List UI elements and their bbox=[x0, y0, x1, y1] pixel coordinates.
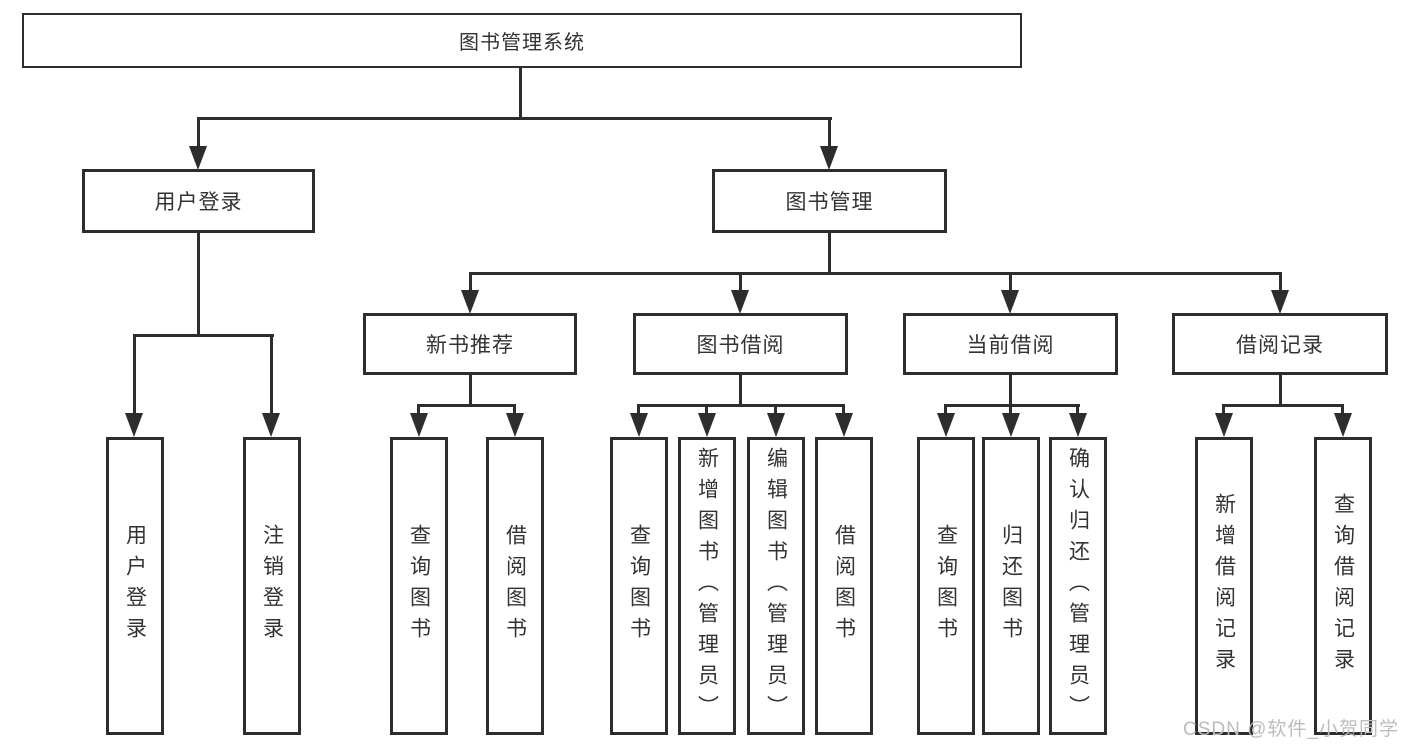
connector-l3-stub bbox=[739, 272, 742, 293]
leaf-borrow-books-2-label: 借阅图书 bbox=[832, 524, 856, 648]
arrow-down-icon bbox=[125, 413, 143, 437]
connector-leaf-stub bbox=[637, 404, 640, 416]
connector-leaf-stub bbox=[513, 404, 516, 416]
node-borrow-records: 借阅记录 bbox=[1172, 313, 1388, 375]
leaf-borrow-books-1: 借阅图书 bbox=[486, 437, 544, 735]
arrow-down-icon bbox=[1069, 413, 1087, 437]
arrow-down-icon bbox=[189, 146, 207, 170]
arrow-down-icon bbox=[731, 290, 749, 314]
leaf-return-book-label: 归还图书 bbox=[999, 524, 1023, 648]
arrow-down-icon bbox=[506, 413, 524, 437]
connector-new-book-h bbox=[417, 404, 516, 407]
connector-l3-stub bbox=[1279, 272, 1282, 293]
leaf-query-books-1-label: 查询图书 bbox=[407, 524, 431, 648]
leaf-query-books-1: 查询图书 bbox=[390, 437, 448, 735]
connector-user-login-stub bbox=[197, 117, 200, 148]
arrow-down-icon bbox=[461, 290, 479, 314]
connector-l3-stub bbox=[469, 272, 472, 293]
connector-borrow-records-v bbox=[1279, 375, 1282, 406]
node-book-borrow: 图书借阅 bbox=[633, 313, 848, 375]
leaf-query-books-2: 查询图书 bbox=[610, 437, 668, 735]
node-root-label: 图书管理系统 bbox=[459, 32, 585, 54]
connector-l3-stub bbox=[1009, 272, 1012, 293]
connector-leaf-stub bbox=[270, 334, 273, 415]
leaf-edit-book-admin-label: 编辑图书（管理员） bbox=[764, 446, 788, 726]
connector-root-h bbox=[197, 117, 832, 120]
node-user-login-label: 用户登录 bbox=[154, 191, 243, 214]
leaf-logout-login-label: 注销登录 bbox=[260, 524, 284, 648]
connector-current-borrow-h bbox=[944, 404, 1080, 407]
connector-leaf-stub bbox=[1076, 404, 1079, 416]
arrow-down-icon bbox=[698, 413, 716, 437]
node-current-borrow: 当前借阅 bbox=[903, 313, 1118, 375]
watermark: CSDN @软件_小贺同学 bbox=[1183, 719, 1399, 740]
leaf-user-login: 用户登录 bbox=[106, 437, 164, 735]
connector-user-login-v bbox=[197, 233, 200, 336]
connector-leaf-stub bbox=[1341, 404, 1344, 416]
node-user-login: 用户登录 bbox=[82, 169, 315, 233]
leaf-edit-book-admin: 编辑图书（管理员） bbox=[747, 437, 805, 735]
arrow-down-icon bbox=[835, 413, 853, 437]
connector-book-management-h bbox=[469, 272, 1281, 275]
leaf-add-book-admin-label: 新增图书（管理员） bbox=[695, 446, 719, 726]
arrow-down-icon bbox=[1334, 413, 1352, 437]
arrow-down-icon bbox=[937, 413, 955, 437]
leaf-add-borrow-record-label: 新增借阅记录 bbox=[1212, 493, 1236, 679]
arrow-down-icon bbox=[1001, 290, 1019, 314]
arrow-down-icon bbox=[630, 413, 648, 437]
leaf-add-book-admin: 新增图书（管理员） bbox=[678, 437, 736, 735]
node-book-management: 图书管理 bbox=[712, 169, 947, 233]
arrow-down-icon bbox=[410, 413, 428, 437]
node-book-management-label: 图书管理 bbox=[785, 191, 874, 214]
connector-leaf-stub bbox=[774, 404, 777, 416]
arrow-down-icon bbox=[767, 413, 785, 437]
connector-leaf-stub bbox=[1009, 404, 1012, 416]
leaf-add-borrow-record: 新增借阅记录 bbox=[1195, 437, 1253, 735]
connector-book-management-stub bbox=[828, 117, 831, 148]
arrow-down-icon bbox=[1215, 413, 1233, 437]
leaf-query-borrow-record: 查询借阅记录 bbox=[1314, 437, 1372, 735]
leaf-borrow-books-2: 借阅图书 bbox=[815, 437, 873, 735]
connector-leaf-stub bbox=[1222, 404, 1225, 416]
arrow-down-icon bbox=[820, 146, 838, 170]
connector-root-v bbox=[519, 68, 522, 119]
leaf-query-books-3: 查询图书 bbox=[917, 437, 975, 735]
leaf-return-book: 归还图书 bbox=[982, 437, 1040, 735]
leaf-query-books-2-label: 查询图书 bbox=[627, 524, 651, 648]
leaf-user-login-label: 用户登录 bbox=[123, 524, 147, 648]
node-book-borrow-label: 图书借阅 bbox=[696, 334, 785, 357]
connector-book-management-v bbox=[828, 233, 831, 274]
arrow-down-icon bbox=[1271, 290, 1289, 314]
leaf-borrow-books-1-label: 借阅图书 bbox=[503, 524, 527, 648]
leaf-query-borrow-record-label: 查询借阅记录 bbox=[1331, 493, 1355, 679]
connector-leaf-stub bbox=[842, 404, 845, 416]
connector-book-borrow-h bbox=[637, 404, 845, 407]
connector-leaf-stub bbox=[417, 404, 420, 416]
connector-borrow-records-h bbox=[1222, 404, 1344, 407]
node-borrow-records-label: 借阅记录 bbox=[1236, 334, 1324, 357]
connector-leaf-stub bbox=[133, 334, 136, 415]
connector-user-login-h bbox=[133, 334, 274, 337]
leaf-confirm-return-admin: 确认归还（管理员） bbox=[1049, 437, 1107, 735]
connector-current-borrow-v bbox=[1009, 375, 1012, 406]
node-current-borrow-label: 当前借阅 bbox=[966, 334, 1055, 357]
node-new-book-recommend-label: 新书推荐 bbox=[426, 334, 514, 357]
connector-leaf-stub bbox=[944, 404, 947, 416]
node-new-book-recommend: 新书推荐 bbox=[363, 313, 577, 375]
arrow-down-icon bbox=[1002, 413, 1020, 437]
arrow-down-icon bbox=[262, 413, 280, 437]
connector-book-borrow-v bbox=[739, 375, 742, 406]
connector-new-book-v bbox=[469, 375, 472, 406]
leaf-confirm-return-admin-label: 确认归还（管理员） bbox=[1066, 446, 1090, 726]
leaf-logout-login: 注销登录 bbox=[243, 437, 301, 735]
leaf-query-books-3-label: 查询图书 bbox=[934, 524, 958, 648]
node-root: 图书管理系统 bbox=[22, 13, 1022, 68]
connector-leaf-stub bbox=[705, 404, 708, 416]
